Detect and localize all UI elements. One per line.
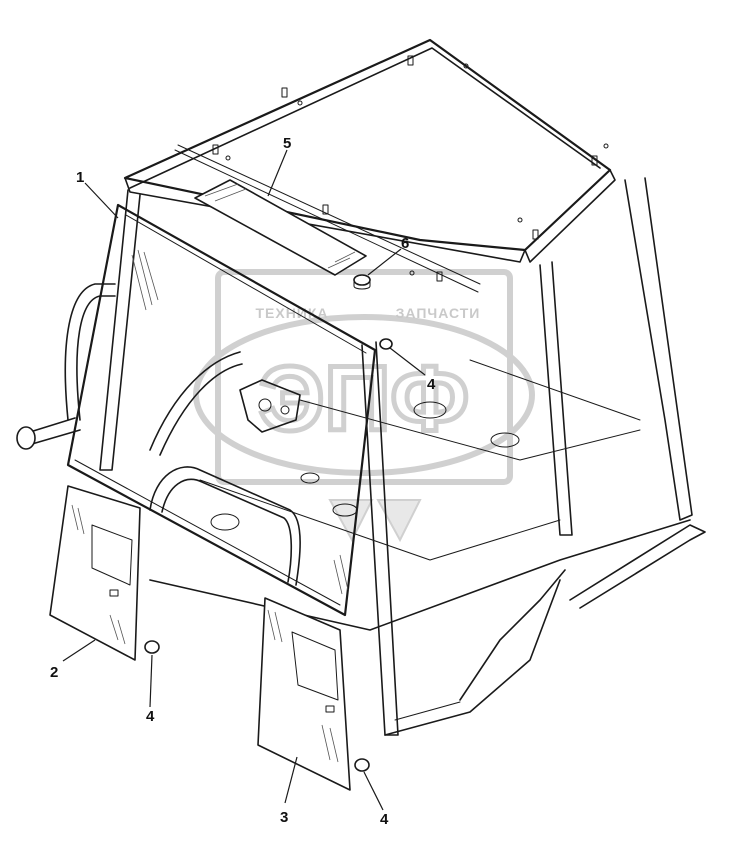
roof xyxy=(123,38,616,293)
part-1-windshield xyxy=(66,203,377,617)
callout-4-right: 4 xyxy=(380,811,389,828)
part-4-plug-a xyxy=(379,338,393,350)
callout-4-left: 4 xyxy=(146,708,155,725)
callout-2: 2 xyxy=(50,664,58,681)
part-2-left-panel xyxy=(49,485,141,661)
roof-bolts xyxy=(212,55,609,282)
grab-handle xyxy=(149,351,301,586)
callout-6: 6 xyxy=(401,235,409,252)
watermark-top-text: ТЕХНИКА xyxy=(255,305,328,321)
part-5-roof-glass xyxy=(194,179,367,276)
part-4-plug-b xyxy=(144,640,160,654)
part-4-plug-c xyxy=(354,758,370,772)
callout-4-upper: 4 xyxy=(427,376,436,393)
part-6-plug xyxy=(353,274,371,290)
part-3-right-panel xyxy=(257,597,351,791)
watermark-logo-text: ЭПФ xyxy=(259,348,469,450)
callouts: 1 2 3 4 4 4 5 6 xyxy=(50,135,436,828)
callout-5: 5 xyxy=(283,135,291,152)
cab-frame xyxy=(99,177,706,736)
callout-1: 1 xyxy=(76,169,84,186)
callout-3: 3 xyxy=(280,809,288,826)
watermark-frame xyxy=(215,269,513,485)
watermark: ЭПФ ТЕХНИКА ЗАПЧАСТИ xyxy=(193,269,535,543)
watermark-right-text: ЗАПЧАСТИ xyxy=(396,305,481,321)
watermark-wheat-icon xyxy=(328,499,422,543)
leader-lines xyxy=(62,149,426,811)
handrail-left xyxy=(16,283,116,450)
